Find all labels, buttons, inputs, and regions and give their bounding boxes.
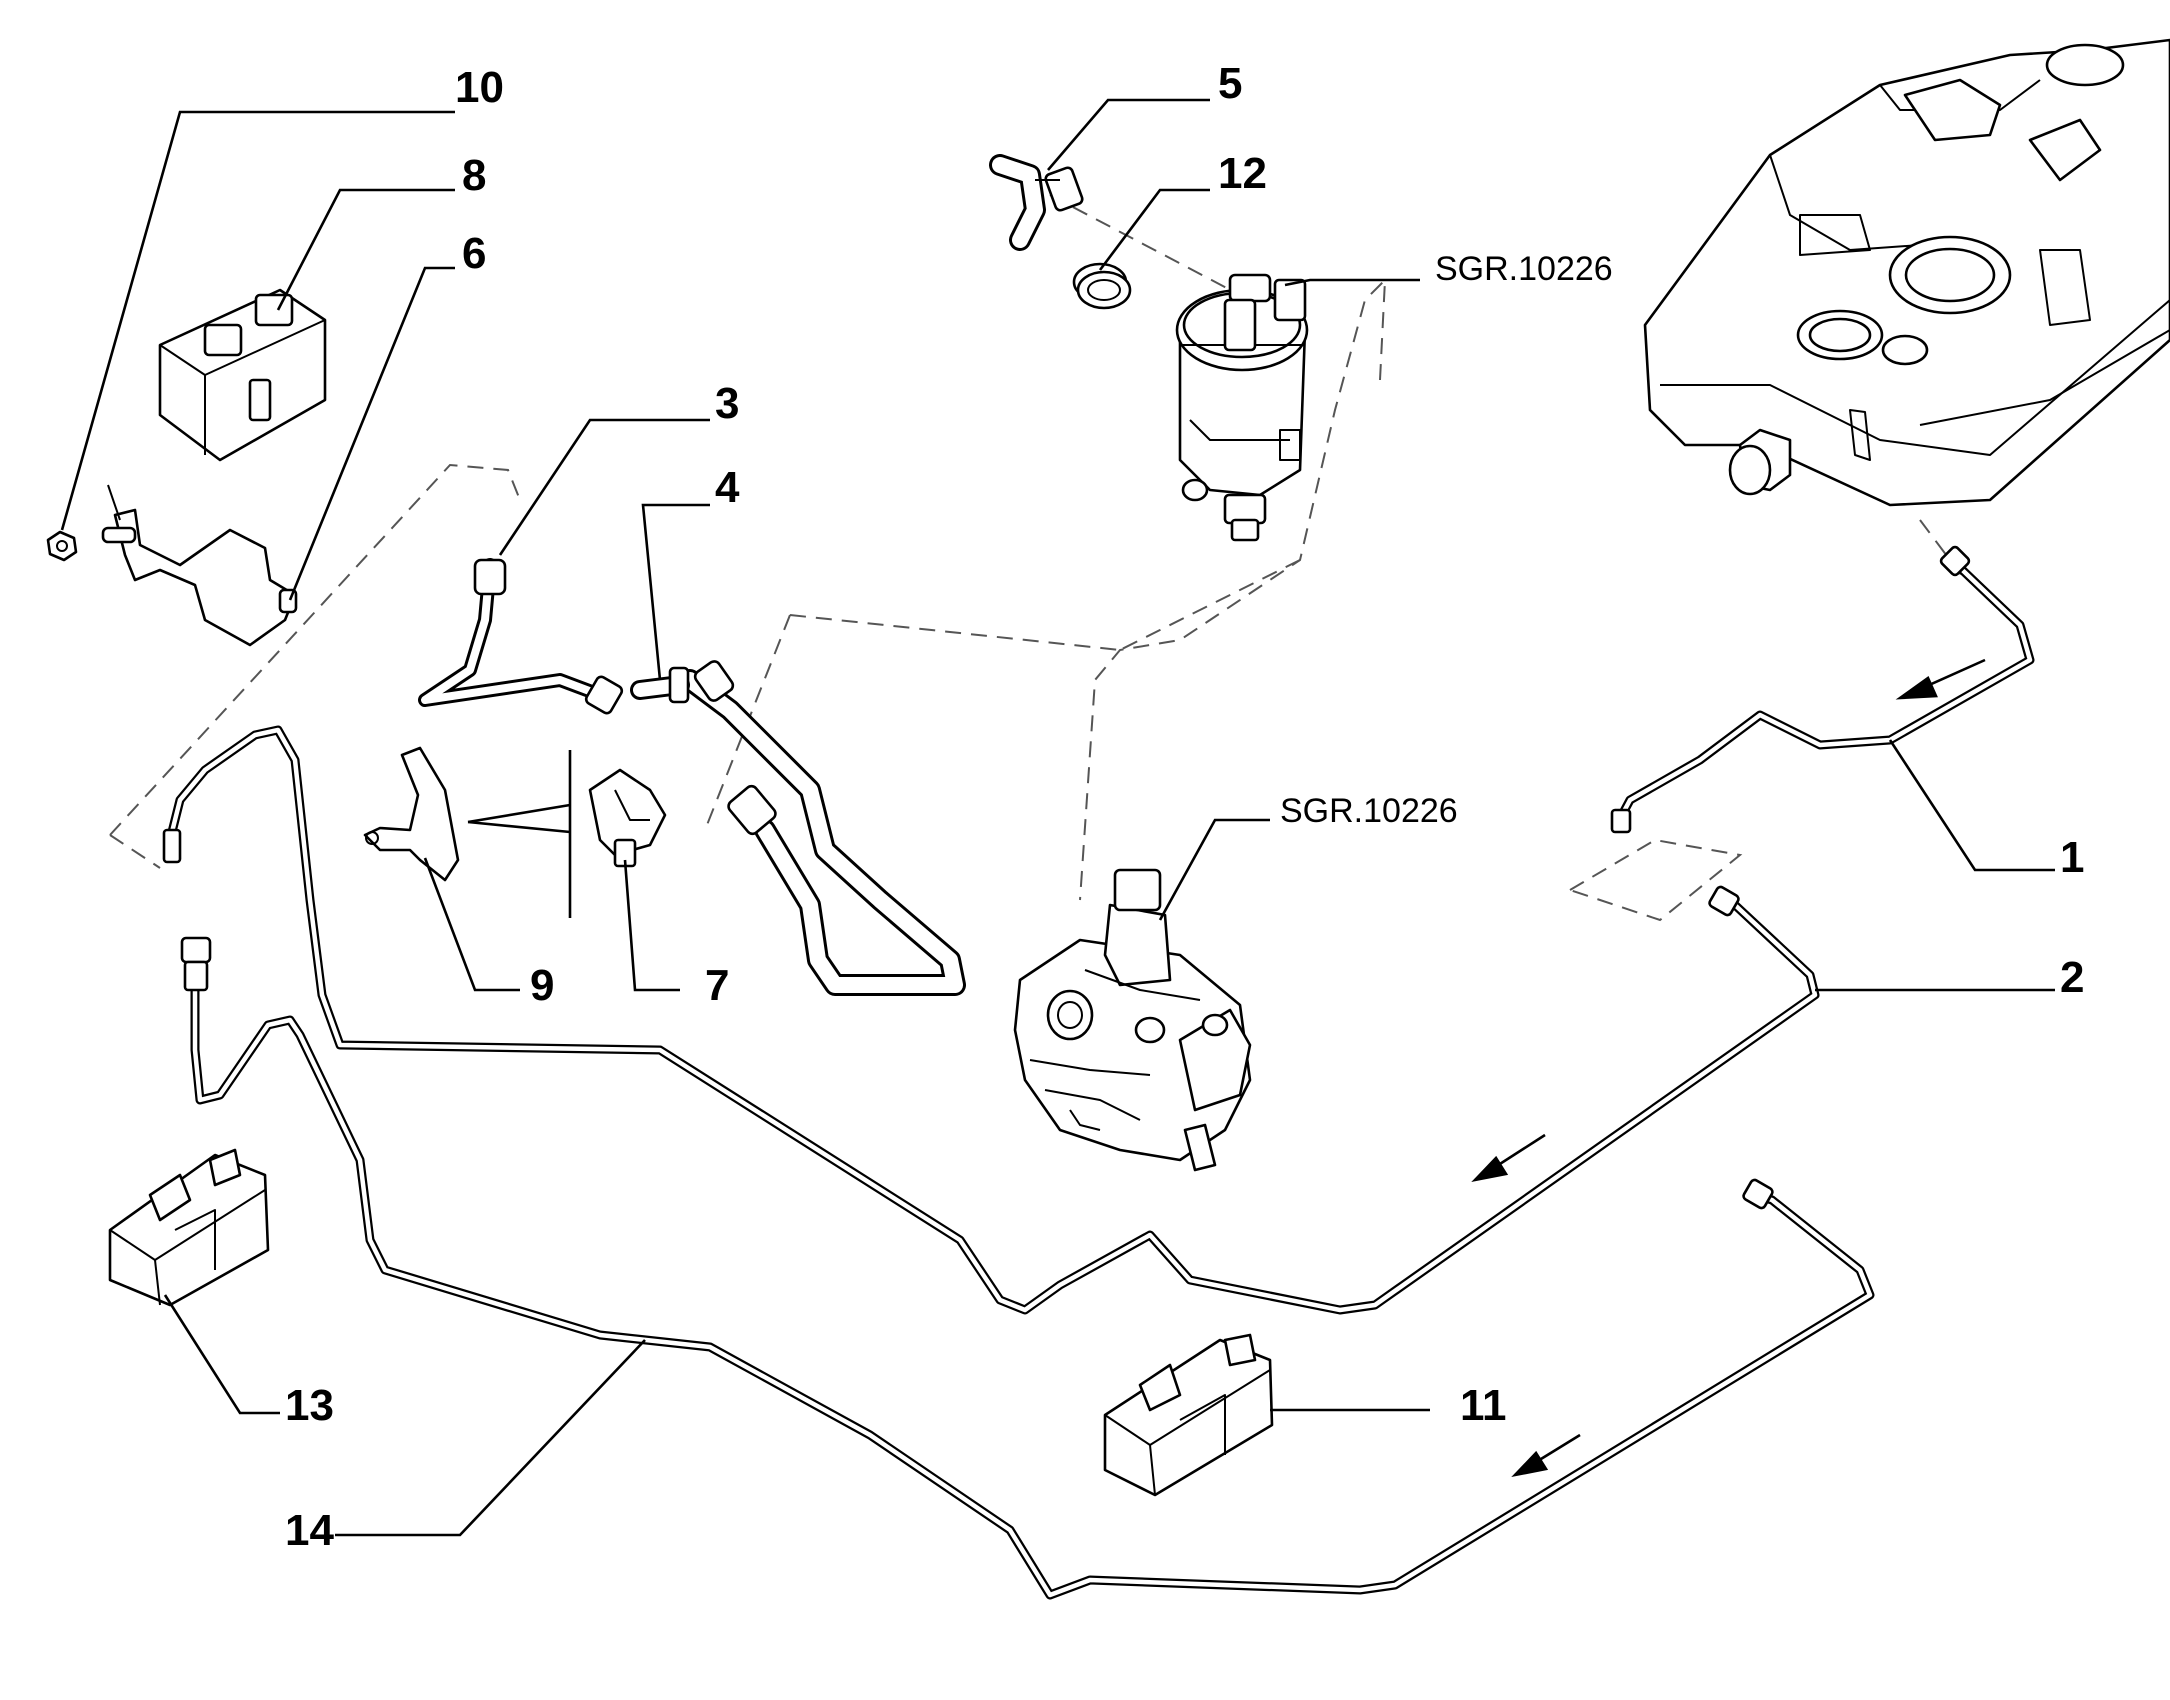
ring-clamp-12 xyxy=(1072,262,1132,310)
callout-8: 8 xyxy=(462,151,486,200)
callout-9: 9 xyxy=(530,961,554,1010)
callout-6: 6 xyxy=(462,229,486,278)
callout-1: 1 xyxy=(2060,833,2084,882)
callout-3: 3 xyxy=(715,379,739,428)
assembly-guide-lines xyxy=(109,194,1966,922)
leader-lines xyxy=(60,98,2055,1537)
fuel-pipe-14 xyxy=(180,936,1875,1600)
bracket-6 xyxy=(101,484,298,647)
elbow-fitting-5 xyxy=(989,154,1084,251)
callout-7: 7 xyxy=(705,961,729,1010)
group-bracket xyxy=(467,750,572,918)
callout-4: 4 xyxy=(715,463,740,512)
fuel-pipe-2 xyxy=(162,725,1820,1315)
fuel-pipe-1 xyxy=(1610,545,2035,834)
callout-5: 5 xyxy=(1218,59,1242,108)
injection-pump xyxy=(1013,868,1252,1172)
callout-14: 14 xyxy=(285,1506,334,1555)
clip-7 xyxy=(588,768,667,868)
clip-11 xyxy=(1103,1333,1274,1497)
callout-labels: 1 2 3 4 5 6 7 8 9 10 11 12 13 14 SGR.102… xyxy=(285,59,2084,1555)
bracket-9 xyxy=(363,746,460,882)
reference-pump: SGR.10226 xyxy=(1280,792,1458,830)
fuel-filter xyxy=(1175,273,1309,542)
hose-4 xyxy=(630,660,966,996)
callout-13: 13 xyxy=(285,1381,334,1430)
callout-12: 12 xyxy=(1218,149,1267,198)
callout-10: 10 xyxy=(455,63,504,112)
clip-8 xyxy=(158,288,327,462)
callout-11: 11 xyxy=(1460,1381,1507,1430)
fuel-tank xyxy=(1643,38,2170,507)
clip-13 xyxy=(108,1148,270,1307)
hose-3 xyxy=(418,558,624,715)
reference-filter: SGR.10226 xyxy=(1435,250,1613,288)
nut-10 xyxy=(46,530,78,562)
callout-2: 2 xyxy=(2060,953,2084,1002)
